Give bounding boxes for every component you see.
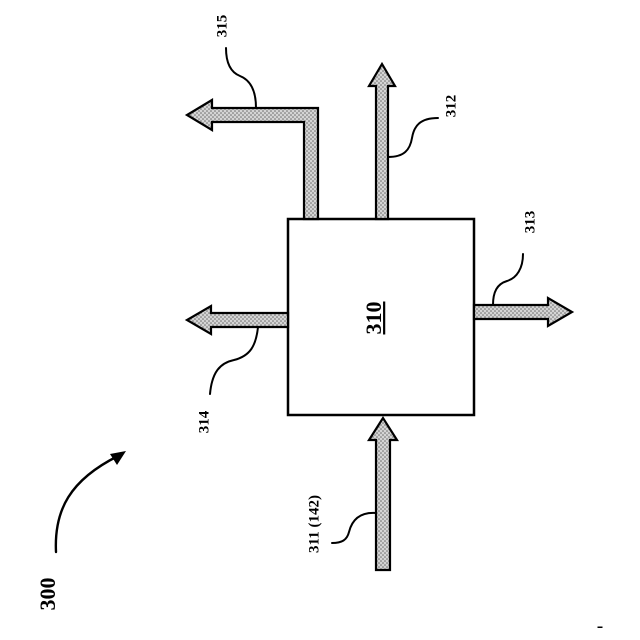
- stream-313-label: 313: [522, 211, 538, 234]
- corner-mark: ▬: [598, 625, 603, 630]
- stream-314-leader: [210, 327, 258, 394]
- stream-315-arrow: [187, 100, 318, 219]
- stream-311-leader: [332, 513, 376, 543]
- stream-313-arrow: [474, 298, 572, 326]
- stream-314-label: 314: [196, 410, 212, 433]
- stream-311-label: 311 (142): [306, 495, 322, 553]
- stream-314-arrow: [187, 306, 288, 334]
- figure-pointer-curve: [56, 456, 118, 552]
- process-box-label: 310: [361, 302, 386, 335]
- stream-312-leader: [388, 118, 438, 157]
- stream-313-leader: [493, 254, 523, 305]
- figure-number: 300: [35, 578, 60, 611]
- stream-312-label: 312: [443, 95, 459, 118]
- stream-312-arrow: [369, 64, 395, 219]
- stream-315-leader: [226, 48, 256, 108]
- stream-315-label: 315: [214, 15, 230, 38]
- stream-311-arrow: [369, 418, 397, 570]
